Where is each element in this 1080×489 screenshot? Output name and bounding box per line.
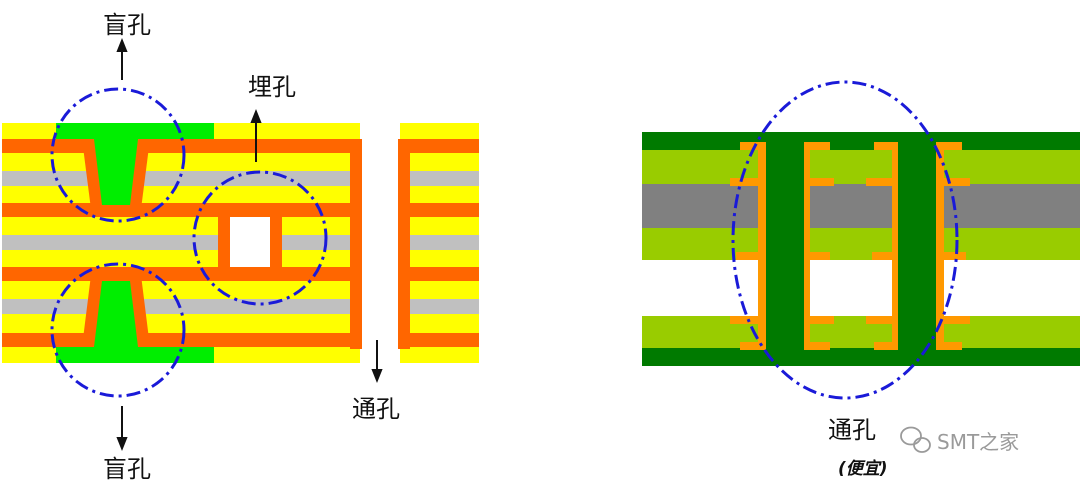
plating-wall-1 [758,142,766,350]
through-hole-circle [731,80,959,400]
layer-bottom-dark-green [642,348,1080,366]
layer-lime-1 [642,150,1080,184]
copper-layer-2 [2,203,360,217]
layer-lime-3 [642,316,1080,348]
through-hole-bottom-gap [360,347,400,363]
layer-top-dark-green [642,132,1080,150]
copper-layer-3 [2,267,360,281]
layer-gray-core [642,184,1080,228]
buried-hole-core-left [218,235,230,250]
via-barrel-1 [766,142,804,350]
copper-layer-1r [400,139,479,153]
watermark-text: SMT之家 [937,430,1019,454]
buried-hole-core-right [270,235,282,250]
watermark: SMT之家 [900,426,1019,454]
label-blind-bottom: 盲孔 [103,455,151,483]
copper-layer-3r [400,267,479,281]
via-pads [730,142,970,350]
label-blind-top: 盲孔 [103,11,151,39]
plating-wall-4 [936,142,944,350]
plating-wall-2 [804,142,810,350]
blind-via-top-pad [56,123,214,139]
label-through-right: 通孔 [828,416,876,444]
copper-layer-2r [400,203,479,217]
label-buried: 埋孔 [248,73,296,101]
buried-hole [230,217,270,267]
copper-layer-4r [400,333,479,347]
through-hole-left [360,139,400,349]
blind-via-top-circle [50,87,186,223]
label-through-right-note: (便宜) [838,459,888,479]
label-through-left: 通孔 [352,395,400,423]
blind-via-bottom-circle [50,262,186,398]
buried-via-circle [192,170,328,306]
layer-lime-2 [642,228,1080,260]
via-barrel-2 [898,142,936,350]
through-hole-top-gap [360,123,400,139]
through-hole-wall-right [398,139,410,349]
layer-white-gap [642,260,1080,316]
through-hole-board: 通孔 (便宜) [642,80,1080,479]
plating-wall-3 [892,142,898,350]
blind-via-bottom-fill [94,281,138,347]
blind-via-bottom-pad [56,347,214,363]
blind-via-top-fill [94,139,138,205]
wechat-icon [900,426,931,453]
copper-layer-4 [2,333,360,347]
through-hole-wall-left [350,139,362,349]
hdi-board: 盲孔 埋孔 通孔 盲孔 [2,11,479,483]
